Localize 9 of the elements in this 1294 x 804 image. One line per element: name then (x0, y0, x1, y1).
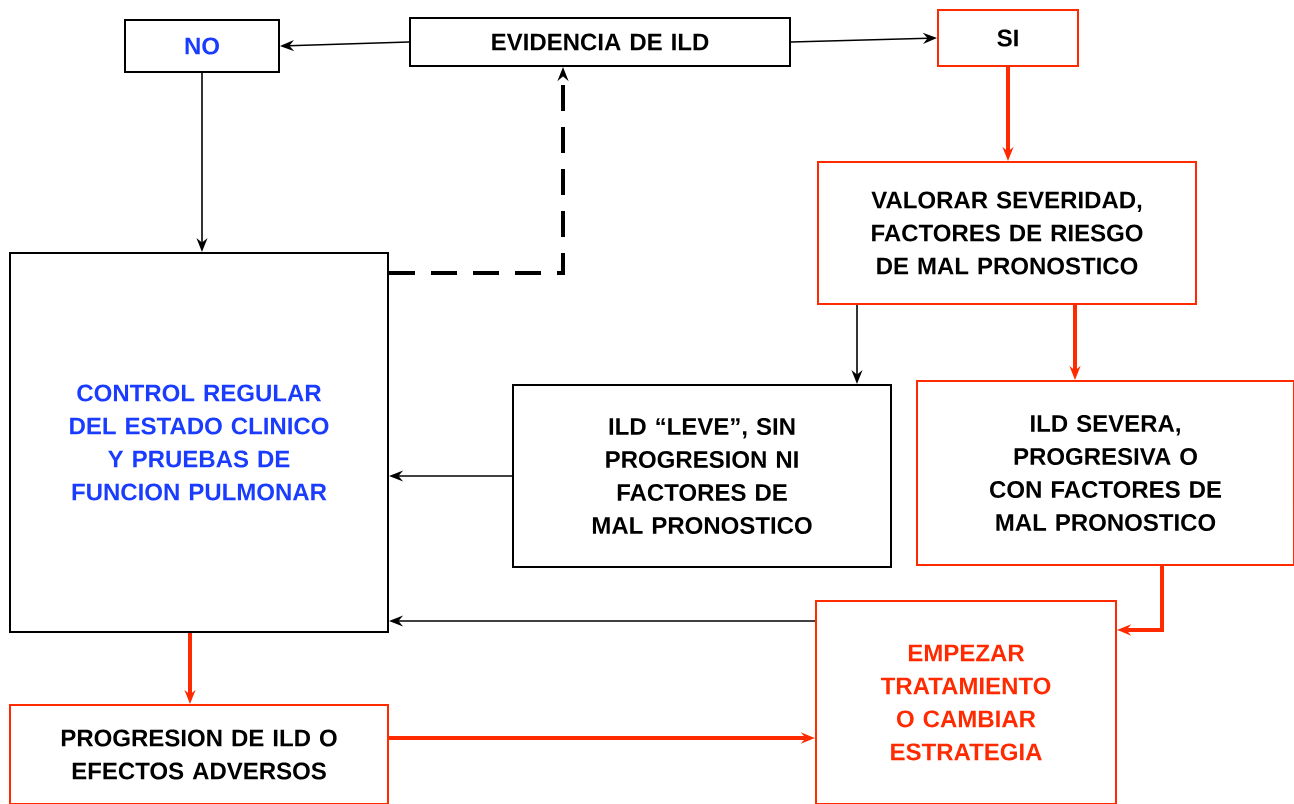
process-box: EVIDENCIA DE ILD (409, 17, 791, 67)
process-box: PROGRESION DE ILD O EFECTOS ADVERSOS (9, 704, 389, 804)
process-box: VALORAR SEVERIDAD, FACTORES DE RIESGO DE MAL PRONOSTICO (817, 161, 1197, 305)
process-box: EMPEZAR TRATAMIENTO O CAMBIAR ESTRATEGIA (815, 600, 1117, 804)
process-box: CONTROL REGULAR DEL ESTADO CLINICO Y PRUEBAS DE FUNCION PULMONAR (9, 252, 389, 633)
process-box: ILD SEVERA, PROGRESIVA O CON FACTORES DE MAL PRONOSTICO (916, 380, 1294, 566)
process-box: SI (937, 9, 1079, 67)
process-box: NO (124, 19, 280, 73)
process-box: ILD “LEVE”, SIN PROGRESION NI FACTORES DE MAL PRONOSTICO (512, 384, 892, 568)
